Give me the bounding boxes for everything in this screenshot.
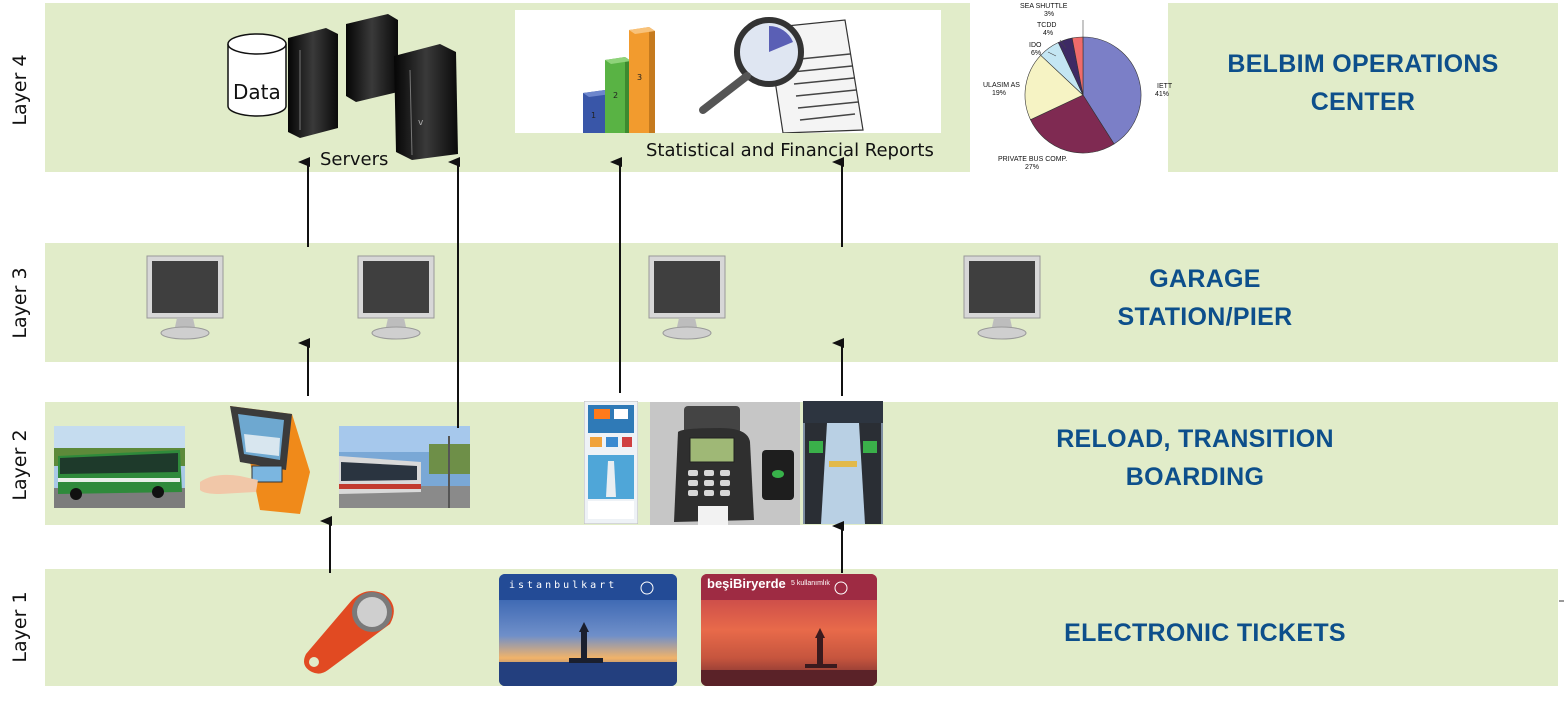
pie-label-iett-name: IETT <box>1157 83 1173 90</box>
monitor-icon <box>357 255 435 340</box>
reload-kiosk-photo <box>200 406 310 514</box>
pie-label-ido-pct: 6% <box>1031 50 1041 57</box>
layer2-title-line2: BOARDING <box>1125 463 1265 491</box>
reports-label: Statistical and Financial Reports <box>646 140 934 161</box>
istanbulkart-card-art <box>499 574 677 686</box>
layer2-title: RELOAD, TRANSITION BOARDING <box>1000 420 1390 496</box>
besibiryerde-card-art <box>701 574 877 686</box>
besibiryerde-card: beşiBiryerde 5 kullanımlık <box>701 574 877 686</box>
besibiryerde-usage: 5 kullanımlık <box>791 580 830 587</box>
pie-label-tcdd-name: TCDD <box>1037 22 1056 29</box>
layer1-title-line1: ELECTRONIC TICKETS <box>1064 619 1346 647</box>
pie-label-priv-name: PRIVATE BUS COMP. <box>998 156 1067 163</box>
pie-label-ido-name: IDO <box>1029 42 1042 49</box>
bar-digit-3: 3 <box>637 73 642 82</box>
bar-chart-icon: 1 2 3 <box>583 27 655 133</box>
servers-label: Servers <box>320 149 389 170</box>
pos-terminal-photo <box>674 406 794 525</box>
layer3-title: GARAGE STATION/PIER <box>1010 260 1400 336</box>
pie-label-sea-name: SEA SHUTTLE <box>1020 3 1068 10</box>
pie-slice-iett <box>1082 36 1142 145</box>
bar-digit-2: 2 <box>613 91 618 100</box>
magnifier-document-icon <box>699 17 864 133</box>
svg-text:v: v <box>418 118 424 128</box>
layer3-band <box>45 243 1558 362</box>
pie-slice-ulasim-as <box>1024 54 1084 121</box>
reports-image: 1 2 3 <box>515 10 941 133</box>
layer2-title-line1: RELOAD, TRANSITION <box>1056 425 1334 453</box>
pie-label-priv-pct: 27% <box>1025 164 1039 171</box>
layer4-title-line1: BELBIM OPERATIONS <box>1227 50 1499 78</box>
istanbulkart-logo: istanbulkart <box>509 580 618 591</box>
monitor-icon <box>146 255 224 340</box>
key-fob-icon <box>304 591 394 674</box>
layer1-title: ELECTRONIC TICKETS <box>1010 614 1400 652</box>
pie-label-ulasim-pct: 19% <box>992 90 1006 97</box>
pie-slice-private-bus-comp <box>1030 94 1115 154</box>
layer3-title-line1: GARAGE <box>1149 265 1261 293</box>
pos-terminal-panel <box>650 402 800 525</box>
pie-label-iett-pct: 41% <box>1155 91 1169 98</box>
bar-digit-1: 1 <box>591 111 596 120</box>
layer4-title-band <box>1168 3 1558 172</box>
pie-label-sea-pct: 3% <box>1044 11 1054 18</box>
pie-chart: SEA SHUTTLE 3% TCDD 4% IDO 6% ULASIM AS … <box>983 3 1173 171</box>
layer4-title: BELBIM OPERATIONS CENTER <box>1168 45 1558 121</box>
data-label: Data <box>233 80 281 104</box>
vending-machine-photo <box>584 401 638 524</box>
layer3-title-line2: STATION/PIER <box>1117 303 1293 331</box>
database-icon <box>227 33 287 117</box>
pie-label-ulasim-name: ULASIM AS <box>983 82 1020 89</box>
tram-photo <box>339 426 470 508</box>
server-tower-icon: v <box>288 14 458 160</box>
turnstile-photo <box>803 401 883 524</box>
besibiryerde-logo: beşiBiryerde <box>707 576 786 591</box>
layer4-title-line2: CENTER <box>1310 88 1416 116</box>
monitor-icon <box>963 255 1041 340</box>
bus-photo <box>54 426 185 508</box>
pie-label-tcdd-pct: 4% <box>1043 30 1053 37</box>
istanbulkart-card: istanbulkart <box>499 574 677 686</box>
pie-leader-lines <box>1047 20 1084 57</box>
monitor-icon <box>648 255 726 340</box>
